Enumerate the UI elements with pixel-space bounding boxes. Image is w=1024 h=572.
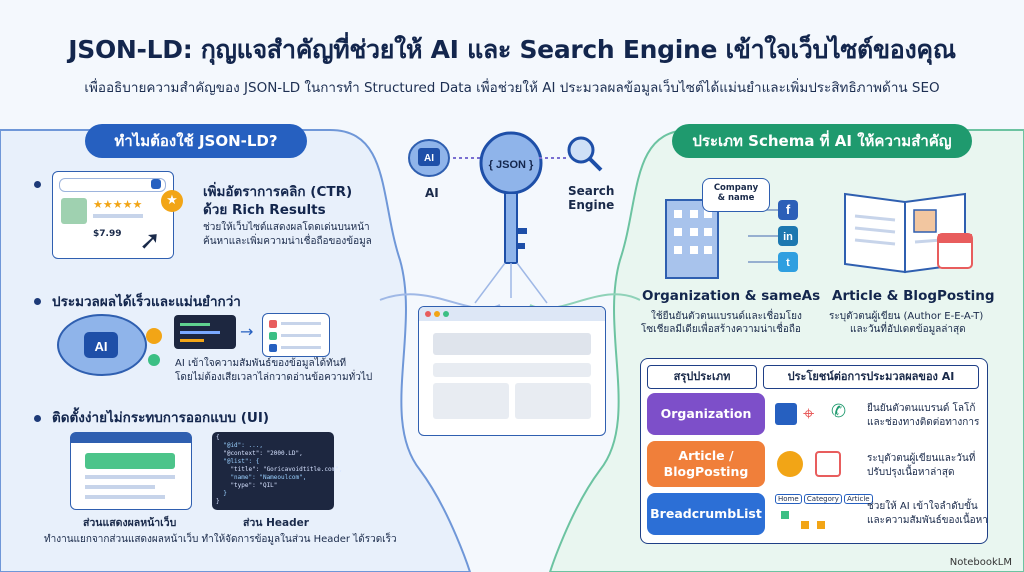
code-line: "title": "Goricavoidtitle.com",	[216, 466, 343, 473]
item2-desc-line1: AI เข้าใจความสัมพันธ์ของข้อมูลได้ทันที	[175, 358, 347, 369]
code-line: "@list": {	[216, 458, 260, 465]
caption-header: ส่วน Header	[243, 517, 309, 529]
item3-desc: ทำงานแยกจากส่วนแสดงผลหน้าเว็บ ทำให้จัดกา…	[44, 534, 397, 545]
rich-result-illustration: ★★★★★ $7.99 ➚	[52, 171, 174, 259]
crumb-home: Home	[775, 494, 802, 504]
org-desc-line2: โซเชียลมีเดียเพื่อสร้างความน่าเชื่อถือ	[641, 324, 801, 335]
ai-brain-chip: AI	[424, 153, 434, 164]
code-line: "@id": ...,	[216, 442, 263, 449]
row-article-line2: BlogPosting	[663, 464, 749, 479]
caption-web-display: ส่วนแสดงผลหน้าเว็บ	[83, 517, 177, 529]
org-desc-line1: ใช้ยืนยันตัวตนแบรนด์และเชื่อมโยง	[651, 311, 802, 322]
code-line: }	[216, 498, 220, 505]
code-line: "name": "Nameoulcom",	[216, 474, 307, 481]
company-name-bubble: Company & name	[702, 178, 770, 212]
social-icon	[778, 252, 798, 272]
image-thumbnail-icon	[61, 198, 87, 224]
search-bar	[59, 178, 166, 192]
code-line: }	[216, 490, 227, 497]
arrow-right-icon: →	[240, 322, 254, 341]
item1-desc-line2: ค้นหาและเพิ่มความน่าเชื่อถือของข้อมูล	[203, 236, 372, 247]
header-code-block: { "@id": ..., "@context": "2000.LD", "@l…	[212, 432, 343, 510]
key-diagram: AI { JSON }	[408, 131, 603, 304]
price-label: $7.99	[93, 229, 122, 239]
item2-desc-line2: โดยไม่ต้องเสียเวลาไล่กวาดอ่านข้อความทั่ว…	[175, 372, 373, 383]
svg-text:in: in	[783, 231, 793, 243]
search-icon	[151, 179, 161, 189]
table-header-schema: สรุปประเภท Schema	[647, 365, 757, 405]
schema-types-heading: ประเภท Schema ที่ AI ให้ความสำคัญ	[672, 124, 972, 158]
item3-title: ติดตั้งง่ายไม่กระทบการออกแบบ (UI)	[52, 410, 270, 426]
bullet	[34, 298, 41, 305]
page-subtitle: เพื่ออธิบายความสำคัญของ JSON-LD ในการทำ …	[84, 80, 940, 96]
center-ai-label: AI	[425, 186, 439, 200]
data-list-icon	[262, 313, 330, 357]
cursor-icon: ➚	[139, 226, 161, 256]
star-rating-icon: ★★★★★	[93, 198, 143, 211]
row2-desc-line1: ระบุตัวตนผู้เขียนและวันที่	[867, 453, 976, 464]
crumb-category: Category	[803, 494, 842, 504]
row2-desc-line2: ปรับปรุงเนื้อหาล่าสุด	[867, 467, 955, 478]
code-window-icon	[174, 315, 236, 349]
row-article-line1: Article /	[678, 448, 734, 463]
item2-title: ประมวลผลได้เร็วและแม่นยำกว่า	[52, 294, 241, 310]
key-shaft-icon	[504, 192, 518, 264]
row3-desc-line1: ช่วยให้ AI เข้าใจลำดับขั้น	[867, 501, 978, 512]
social-icon	[778, 226, 798, 246]
row-organization-label: Organization	[647, 393, 765, 435]
web-page-illustration	[70, 432, 192, 510]
open-book-icon	[844, 192, 973, 274]
item1-desc-line1: ช่วยให้เว็บไซต์แสดงผลโดดเด่นบนหน้า	[203, 222, 370, 233]
breadcrumb-illustration: Home Category Article	[775, 494, 873, 504]
bullet	[34, 415, 41, 422]
phone-icon: ✆	[831, 401, 847, 422]
code-line: "@context": "2000.LD",	[216, 450, 303, 457]
page-title: JSON-LD: กุญแจสำคัญที่ช่วยให้ AI และ Sea…	[68, 35, 956, 64]
calendar-icon	[815, 451, 841, 477]
article-desc-line1: ระบุตัวตนผู้เขียน (Author E-E-A-T)	[829, 311, 984, 322]
location-pin-icon: ⌖	[803, 401, 815, 425]
browser-window-illustration	[418, 306, 606, 436]
schema-summary-table: สรุปประเภท Schema ประโยชน์ต่อการประมวลผล…	[640, 358, 988, 544]
code-line: "type": "QIL"	[216, 482, 278, 489]
article-desc-line2: และวันที่อัปเดตข้อมูลล่าสุด	[850, 324, 966, 335]
center-search-label: Search Engine	[568, 184, 614, 212]
hierarchy-icon	[781, 511, 831, 531]
magnifier-icon	[567, 136, 595, 164]
row1-desc-line1: ยืนยันตัวตนแบรนด์ โลโก้	[867, 403, 976, 414]
search-label-line1: Search	[568, 184, 615, 198]
brain-ai-icon: AI	[57, 314, 162, 376]
bullet	[34, 181, 41, 188]
row3-desc-line2: และความสัมพันธ์ของเนื้อหา	[867, 515, 988, 526]
why-json-ld-heading: ทำไมต้องใช้ JSON-LD?	[85, 124, 307, 158]
crumb-article: Article	[844, 494, 873, 504]
badge-star-icon: ★	[161, 190, 183, 212]
notebooklm-watermark: NotebookLM	[949, 557, 1012, 568]
item1-title-line1: เพิ่มอัตราการคลิก (CTR)	[203, 184, 353, 200]
row-breadcrumb-label: BreadcrumbList	[647, 493, 765, 535]
author-avatar-icon	[777, 451, 803, 477]
text-line	[93, 214, 143, 218]
ai-chip-text: AI	[95, 339, 108, 354]
organization-building-icon: f in t	[665, 199, 798, 279]
building-icon	[775, 403, 797, 425]
json-label: { JSON }	[489, 159, 534, 171]
svg-text:f: f	[786, 202, 791, 217]
row1-desc-line2: และช่องทางติดต่อทางการ	[867, 417, 980, 428]
svg-text:t: t	[786, 257, 790, 269]
bubble-line1: Company	[713, 183, 759, 193]
article-schema-title: Article & BlogPosting	[832, 288, 995, 304]
code-lines: { "@id": ..., "@context": "2000.LD", "@l…	[216, 434, 343, 506]
social-icon	[778, 200, 798, 220]
code-line: {	[216, 434, 220, 441]
bubble-line2: & name	[717, 193, 755, 203]
org-schema-title: Organization & sameAs	[642, 288, 821, 304]
item1-title-line2: ด้วย Rich Results	[203, 202, 326, 218]
search-label-line2: Engine	[568, 198, 615, 212]
row-article-label: Article / BlogPosting	[647, 441, 765, 487]
table-header-benefit: ประโยชน์ต่อการประมวลผลของ AI	[763, 365, 979, 389]
